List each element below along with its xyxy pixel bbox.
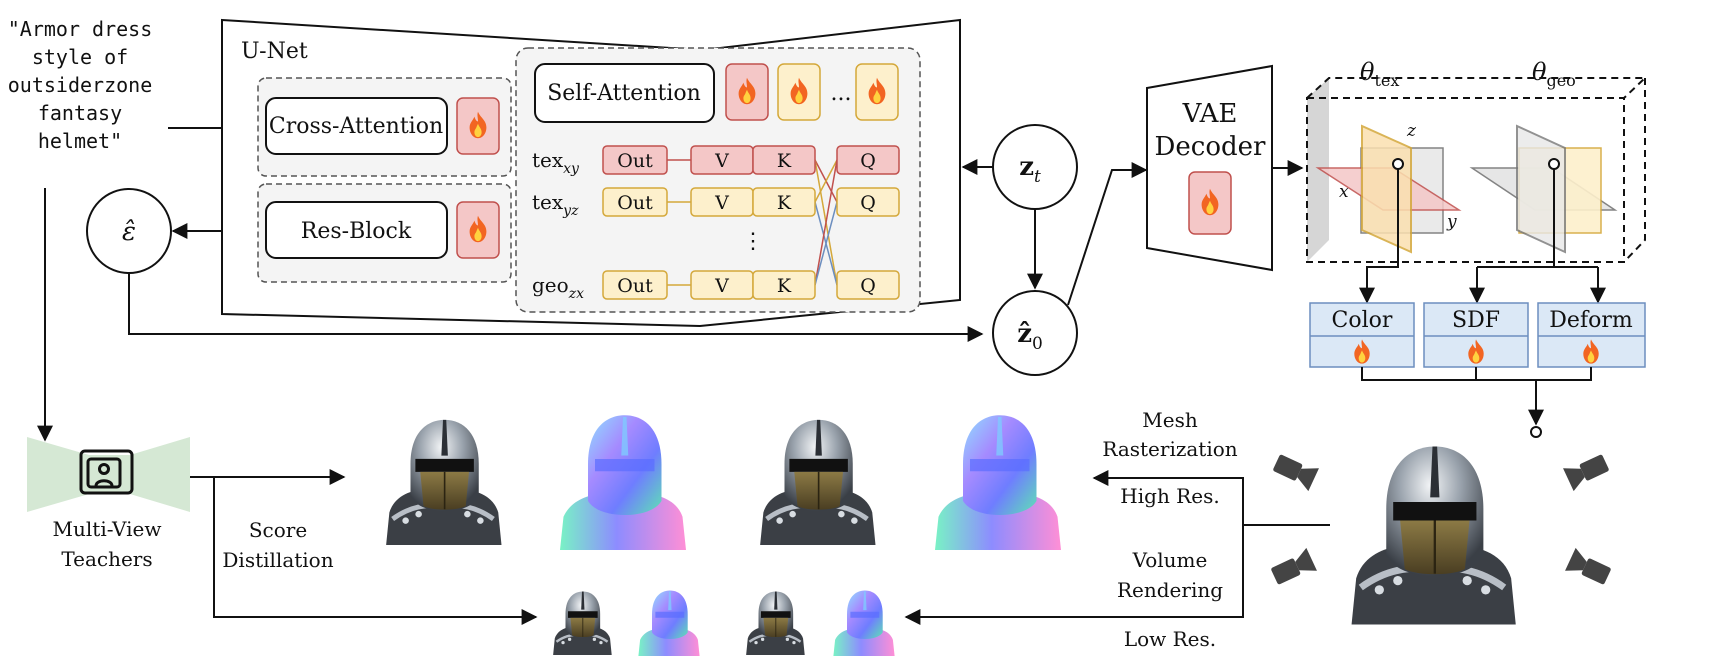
k-box: [752, 145, 816, 175]
normal-map-image: [935, 415, 1061, 550]
camera-icon: [1271, 450, 1319, 492]
text-prompt: "Armor dress style of outsiderzone fanta…: [8, 17, 153, 153]
k-box: [752, 187, 816, 217]
k-label: K: [777, 192, 792, 214]
triplane-to-heads-connectors: [1359, 169, 1606, 304]
epsilon-to-z0-arrow: [128, 273, 984, 342]
helmet-image: [551, 589, 614, 657]
unet-title: U-Net: [241, 39, 308, 64]
k-label: K: [777, 275, 792, 297]
normal-map-image: [560, 415, 686, 550]
head-deform-label: Deform: [1549, 308, 1633, 333]
out-label: Out: [617, 150, 653, 172]
mesh-label-1: Mesh: [1142, 408, 1198, 432]
attention-row-tex-yz: texyz Out V K Q: [532, 187, 900, 219]
axis-z-label: z: [1406, 121, 1417, 141]
teacher-screen-icon: [79, 449, 134, 495]
high-res-label: High Res.: [1120, 484, 1219, 508]
geo-planes: [1469, 124, 1618, 254]
prompt-line-1: "Armor dress: [8, 17, 153, 41]
cross-attention-box: [265, 97, 448, 155]
k-label: K: [777, 150, 792, 172]
q-box: [836, 145, 900, 175]
render-arrows: [904, 470, 1330, 625]
mesh-label-2: Rasterization: [1102, 437, 1237, 461]
attention-row-geo-zx: geozx Out V K Q: [532, 270, 900, 302]
out-label: Out: [617, 275, 653, 297]
v-label: V: [714, 275, 729, 297]
normal-map-image: [833, 590, 895, 656]
helmet-image: [744, 589, 807, 657]
merge-node: [1530, 426, 1542, 438]
res-block-label: Res-Block: [301, 219, 412, 244]
score-label-1: Score: [249, 518, 307, 542]
q-box: [836, 187, 900, 217]
vae-decoder: [1146, 64, 1273, 272]
res-block-box: [265, 201, 448, 259]
normal-map-image: [638, 590, 700, 656]
q-box: [836, 270, 900, 300]
camera-icon: [1563, 450, 1611, 492]
prompt-line-5: helmet": [38, 129, 122, 153]
axis-y-label: y: [1446, 212, 1457, 232]
self-attention-ellipsis: ...: [831, 81, 852, 106]
self-attention-box: [534, 63, 715, 123]
k-box: [752, 270, 816, 300]
epsilon-label: ε̂: [122, 217, 136, 247]
v-label: V: [714, 192, 729, 214]
rows-vdots: ⋮: [742, 229, 764, 254]
z0-to-vae-arrow: [1067, 162, 1148, 306]
v-label: V: [714, 150, 729, 172]
q-label: Q: [860, 275, 876, 297]
q-label: Q: [860, 150, 876, 172]
head-color: Color: [1309, 302, 1415, 368]
volume-label-2: Rendering: [1117, 578, 1223, 602]
heads-merge-connector: [1361, 367, 1592, 426]
score-label-2: Distillation: [222, 548, 333, 572]
teachers-block: [27, 437, 190, 512]
camera-icon: [1565, 547, 1613, 589]
vae-label-line2: Decoder: [1155, 132, 1266, 162]
head-sdf: SDF: [1423, 302, 1529, 368]
helmet-image: [1352, 446, 1516, 624]
attention-row-tex-xy: texxy Out V K Q: [532, 145, 900, 177]
head-sdf-label: SDF: [1452, 308, 1500, 333]
row-label-tex-xy: texxy: [532, 148, 580, 177]
theta-tex-label: θtex: [1360, 58, 1399, 90]
teachers-label-1: Multi-View: [53, 517, 162, 541]
camera-icon: [1269, 547, 1317, 589]
helmet-image: [760, 420, 875, 545]
cross-attention-label: Cross-Attention: [269, 114, 443, 139]
z0-label: ẑ0: [1017, 319, 1043, 354]
teachers-label-2: Teachers: [61, 547, 152, 571]
prompt-line-4: fantasy: [38, 101, 122, 125]
theta-geo-label: θgeo: [1532, 58, 1576, 90]
helmet-image: [386, 420, 501, 545]
prompt-line-2: style of: [32, 45, 128, 69]
low-res-label: Low Res.: [1124, 627, 1216, 651]
vae-label-line1: VAE: [1182, 99, 1238, 129]
self-attention-label: Self-Attention: [547, 81, 701, 106]
head-color-label: Color: [1332, 308, 1393, 333]
distillation-arrows: [190, 469, 538, 625]
row-label-geo-zx: geozx: [532, 273, 584, 302]
zt-label: zt: [1019, 152, 1041, 187]
volume-label-1: Volume: [1132, 548, 1208, 572]
q-label: Q: [860, 192, 876, 214]
out-label: Out: [617, 192, 653, 214]
row-label-tex-yz: texyz: [532, 190, 579, 219]
axis-x-label: x: [1339, 182, 1349, 202]
prompt-line-3: outsiderzone: [8, 73, 153, 97]
head-deform: Deform: [1537, 302, 1646, 368]
attention-cross-connections: [814, 159, 838, 286]
z0-node: [992, 290, 1078, 376]
